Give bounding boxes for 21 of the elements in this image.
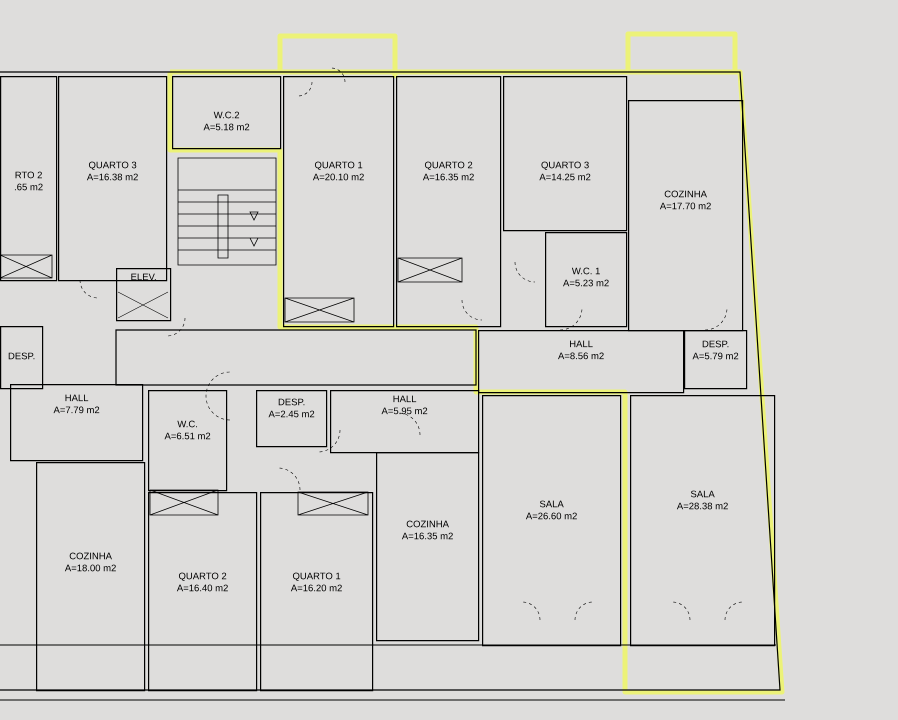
room-box: HALL A=8.56 m2 [478,330,684,394]
room-box: SALA A=26.60 m2 [482,395,622,646]
room-box: QUARTO 3 A=14.25 m2 [503,76,628,232]
room-box: HALL A=5.95 m2 [330,390,480,454]
room-box: DESP. [0,326,44,390]
room-box: W.C. 1 A=5.23 m2 [545,232,628,328]
room-box: QUARTO 1 A=20.10 m2 [283,76,394,328]
room-box: W.C. A=6.51 m2 [148,390,228,492]
room-box: DESP. A=2.45 m2 [256,390,328,448]
room-box: QUARTO 2 A=16.35 m2 [396,76,502,328]
room-box: SALA A=28.38 m2 [630,395,776,646]
room-box: W.C.2 A=5.18 m2 [172,76,282,150]
room-box: QUARTO 2 A=16.40 m2 [148,492,258,692]
room-box: COZINHA A=18.00 m2 [36,462,146,692]
room-box: COZINHA A=16.35 m2 [376,452,480,642]
room-box: QUARTO 1 A=16.20 m2 [260,492,374,692]
room-box: DESP. A=5.79 m2 [684,330,748,390]
room-box: RTO 2 .65 m2 [0,76,58,282]
elevator-shaft: ELEV. [116,268,172,322]
room-box: COZINHA A=17.70 m2 [628,100,744,332]
room-box: HALL A=7.79 m2 [10,384,144,462]
